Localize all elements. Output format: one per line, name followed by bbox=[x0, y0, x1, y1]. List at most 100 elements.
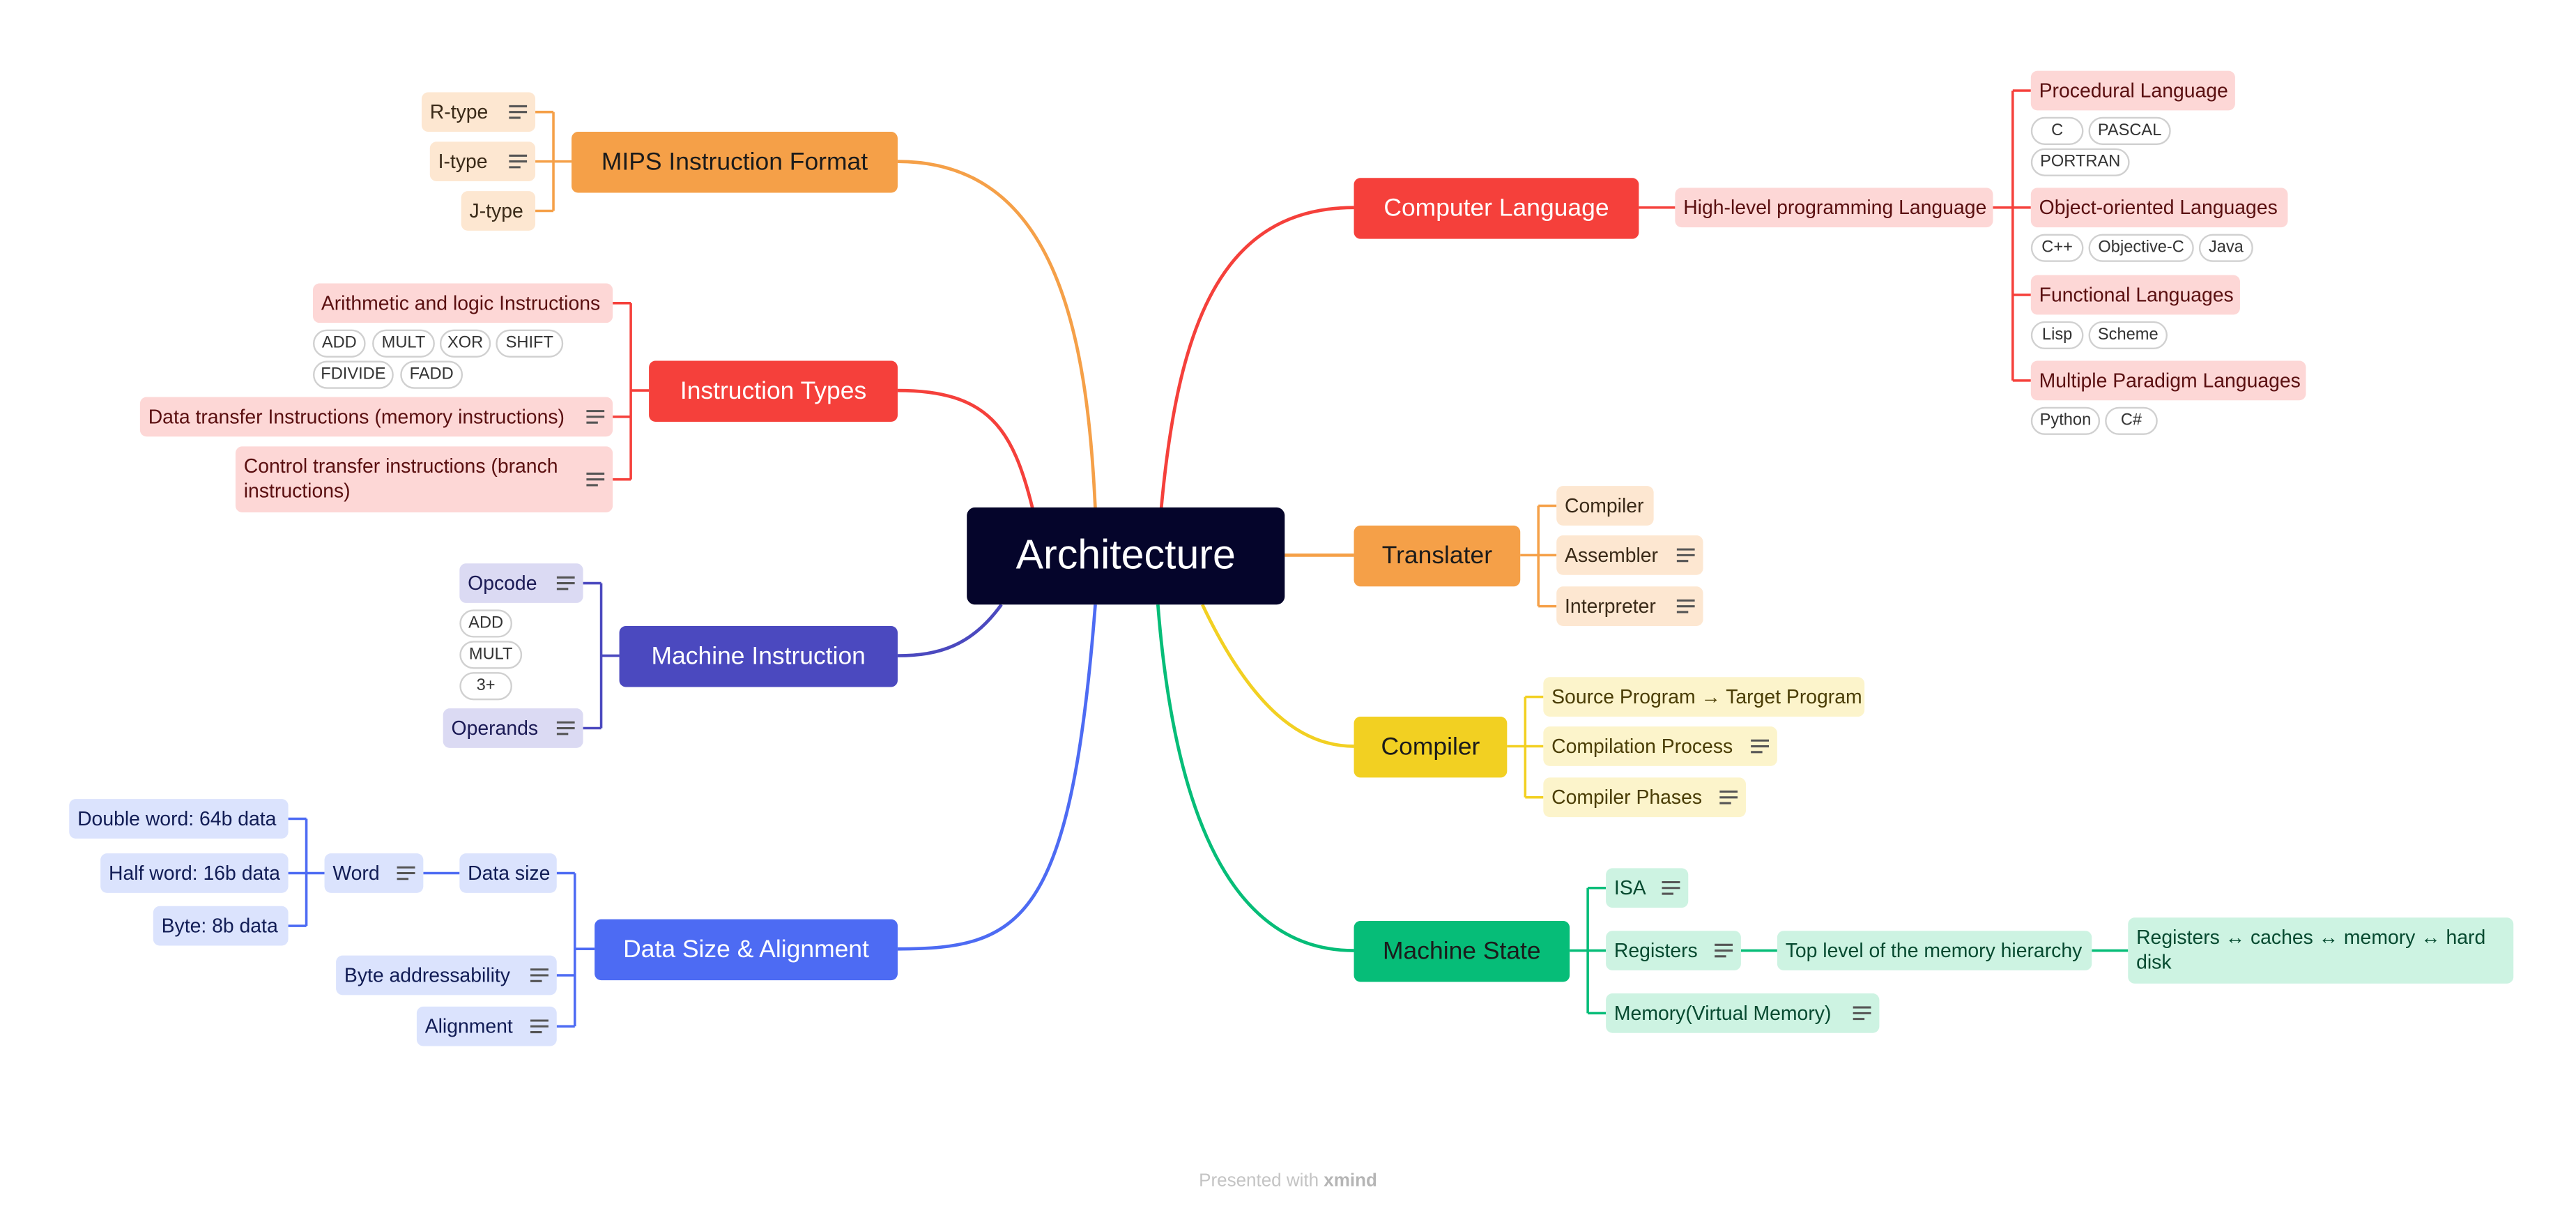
subtopic-isa[interactable]: ISA bbox=[1606, 868, 1689, 908]
subtopic-interpreter[interactable]: Interpreter bbox=[1556, 586, 1703, 627]
subtopic-data-size[interactable]: Data size bbox=[459, 853, 557, 893]
tag-mult[interactable]: MULT bbox=[459, 641, 523, 669]
subtopic-data-transfer[interactable]: Data transfer Instructions (memory instr… bbox=[139, 397, 613, 437]
notes-icon[interactable] bbox=[1676, 547, 1695, 564]
footer-credit: Presented with xmind bbox=[0, 1171, 2576, 1191]
notes-icon[interactable] bbox=[586, 409, 605, 425]
tag-java[interactable]: Java bbox=[2198, 234, 2253, 262]
topic-compiler[interactable]: Compiler bbox=[1354, 716, 1508, 778]
tag-python[interactable]: Python bbox=[2030, 406, 2101, 435]
subtopic-compiler[interactable]: Compiler bbox=[1556, 486, 1654, 526]
subtopic-word[interactable]: Word bbox=[324, 853, 424, 893]
subtopic-arithmetic-logic[interactable]: Arithmetic and logic Instructions bbox=[313, 283, 613, 323]
tag-objective-c[interactable]: Objective-C bbox=[2088, 234, 2194, 262]
notes-icon[interactable] bbox=[509, 153, 528, 170]
notes-icon[interactable] bbox=[1853, 1005, 1871, 1022]
tag-shift[interactable]: SHIFT bbox=[496, 329, 564, 358]
notes-icon[interactable] bbox=[1751, 738, 1770, 755]
subtopic-label: Memory(Virtual Memory) bbox=[1613, 1000, 1832, 1024]
notes-icon[interactable] bbox=[530, 1018, 549, 1035]
subtopic-label: Object-oriented Languages bbox=[2039, 195, 2278, 219]
tag-lisp[interactable]: Lisp bbox=[2030, 321, 2084, 349]
topic-mips-instruction-format[interactable]: MIPS Instruction Format bbox=[572, 132, 898, 193]
tag-fadd[interactable]: FADD bbox=[400, 360, 463, 389]
notes-icon[interactable] bbox=[556, 720, 575, 737]
topic-label: Instruction Types bbox=[680, 377, 867, 406]
tag-add[interactable]: ADD bbox=[459, 609, 512, 638]
subtopic-source-to-target[interactable]: Source Program → Target Program bbox=[1543, 677, 1865, 717]
subtopic-operands[interactable]: Operands bbox=[443, 708, 583, 748]
subtopic-byte-addressability[interactable]: Byte addressability bbox=[336, 955, 557, 995]
subtopic-control-transfer[interactable]: Control transfer instructions (branch in… bbox=[235, 446, 613, 512]
tag-3-plus[interactable]: 3+ bbox=[459, 672, 512, 701]
subtopic-j-type[interactable]: J-type bbox=[461, 191, 536, 231]
tag-xor[interactable]: XOR bbox=[439, 329, 491, 358]
tag-pascal[interactable]: PASCAL bbox=[2088, 116, 2171, 145]
tag-fdivide[interactable]: FDIVIDE bbox=[313, 360, 394, 389]
central-topic[interactable]: Architecture bbox=[967, 507, 1285, 605]
tag-csharp[interactable]: C# bbox=[2105, 406, 2158, 435]
subtopic-byte[interactable]: Byte: 8b data bbox=[153, 906, 289, 946]
notes-icon[interactable] bbox=[509, 104, 528, 121]
subtopic-label: I-type bbox=[438, 148, 488, 172]
subtopic-registers[interactable]: Registers bbox=[1606, 931, 1741, 970]
topic-machine-state[interactable]: Machine State bbox=[1354, 921, 1570, 982]
subtopic-opcode[interactable]: Opcode bbox=[459, 563, 583, 603]
subtopic-registers-caches-memory[interactable]: Registers ↔ caches ↔ memory ↔ hard disk bbox=[2128, 917, 2514, 984]
subtopic-label: Procedural Language bbox=[2039, 78, 2228, 102]
subtopic-high-level-language[interactable]: High-level programming Language bbox=[1675, 188, 1993, 228]
subtopic-label: Registers ↔ caches ↔ memory ↔ hard disk bbox=[2136, 926, 2486, 974]
subtopic-label: J-type bbox=[469, 198, 523, 222]
tag-scheme[interactable]: Scheme bbox=[2088, 321, 2168, 349]
notes-icon[interactable] bbox=[1719, 789, 1738, 806]
subtopic-label: Registers bbox=[1613, 938, 1698, 961]
subtopic-label: R-type bbox=[429, 99, 489, 123]
topic-machine-instruction[interactable]: Machine Instruction bbox=[619, 626, 898, 687]
subtopic-double-word[interactable]: Double word: 64b data bbox=[69, 799, 289, 839]
subtopic-alignment[interactable]: Alignment bbox=[416, 1006, 557, 1046]
central-topic-label: Architecture bbox=[1015, 532, 1236, 579]
notes-icon[interactable] bbox=[1715, 943, 1733, 959]
edges-machine-instruction bbox=[583, 581, 620, 730]
topic-label: Machine Instruction bbox=[651, 642, 866, 671]
subtopic-procedural-language[interactable]: Procedural Language bbox=[2030, 70, 2235, 111]
topic-instruction-types[interactable]: Instruction Types bbox=[649, 360, 898, 422]
subtopic-memory-hierarchy[interactable]: Top level of the memory hierarchy bbox=[1777, 931, 2092, 970]
subtopic-object-oriented[interactable]: Object-oriented Languages bbox=[2030, 188, 2288, 228]
notes-icon[interactable] bbox=[397, 865, 415, 882]
subtopic-label: Assembler bbox=[1565, 542, 1659, 566]
tag-mult[interactable]: MULT bbox=[372, 329, 435, 358]
tag-add[interactable]: ADD bbox=[313, 329, 366, 358]
subtopic-label: Word bbox=[332, 860, 380, 884]
edges-machine-state bbox=[1570, 886, 2129, 1015]
subtopic-label: Compilation Process bbox=[1551, 733, 1733, 757]
subtopic-compiler-phases[interactable]: Compiler Phases bbox=[1543, 777, 1746, 818]
tag-cpp[interactable]: C++ bbox=[2030, 234, 2084, 262]
subtopic-compilation-process[interactable]: Compilation Process bbox=[1543, 726, 1777, 766]
notes-icon[interactable] bbox=[530, 967, 549, 984]
subtopic-i-type[interactable]: I-type bbox=[429, 142, 536, 181]
tag-c[interactable]: C bbox=[2030, 116, 2084, 145]
subtopic-label: Arithmetic and logic Instructions bbox=[321, 291, 601, 314]
edge-root-instruction-types bbox=[897, 388, 1035, 510]
subtopic-assembler[interactable]: Assembler bbox=[1556, 535, 1703, 575]
subtopic-virtual-memory[interactable]: Memory(Virtual Memory) bbox=[1606, 993, 1880, 1033]
notes-icon[interactable] bbox=[556, 575, 575, 592]
topic-label: MIPS Instruction Format bbox=[601, 148, 868, 176]
subtopic-multiple-paradigm[interactable]: Multiple Paradigm Languages bbox=[2030, 360, 2306, 401]
subtopic-half-word[interactable]: Half word: 16b data bbox=[100, 853, 289, 893]
xmind-logo-text: xmind bbox=[1324, 1171, 1377, 1191]
topic-label: Data Size & Alignment bbox=[623, 936, 869, 964]
topic-data-size-alignment[interactable]: Data Size & Alignment bbox=[595, 919, 898, 981]
footer-prefix: Presented with bbox=[1199, 1171, 1319, 1191]
tag-portran[interactable]: PORTRAN bbox=[2030, 148, 2130, 176]
notes-icon[interactable] bbox=[1662, 880, 1680, 897]
topic-computer-language[interactable]: Computer Language bbox=[1354, 178, 1639, 239]
topic-translater[interactable]: Translater bbox=[1354, 525, 1521, 587]
notes-icon[interactable] bbox=[586, 471, 605, 488]
topic-label: Translater bbox=[1381, 542, 1493, 570]
subtopic-functional-languages[interactable]: Functional Languages bbox=[2030, 275, 2240, 315]
subtopic-r-type[interactable]: R-type bbox=[421, 92, 536, 132]
notes-icon[interactable] bbox=[1676, 598, 1695, 615]
